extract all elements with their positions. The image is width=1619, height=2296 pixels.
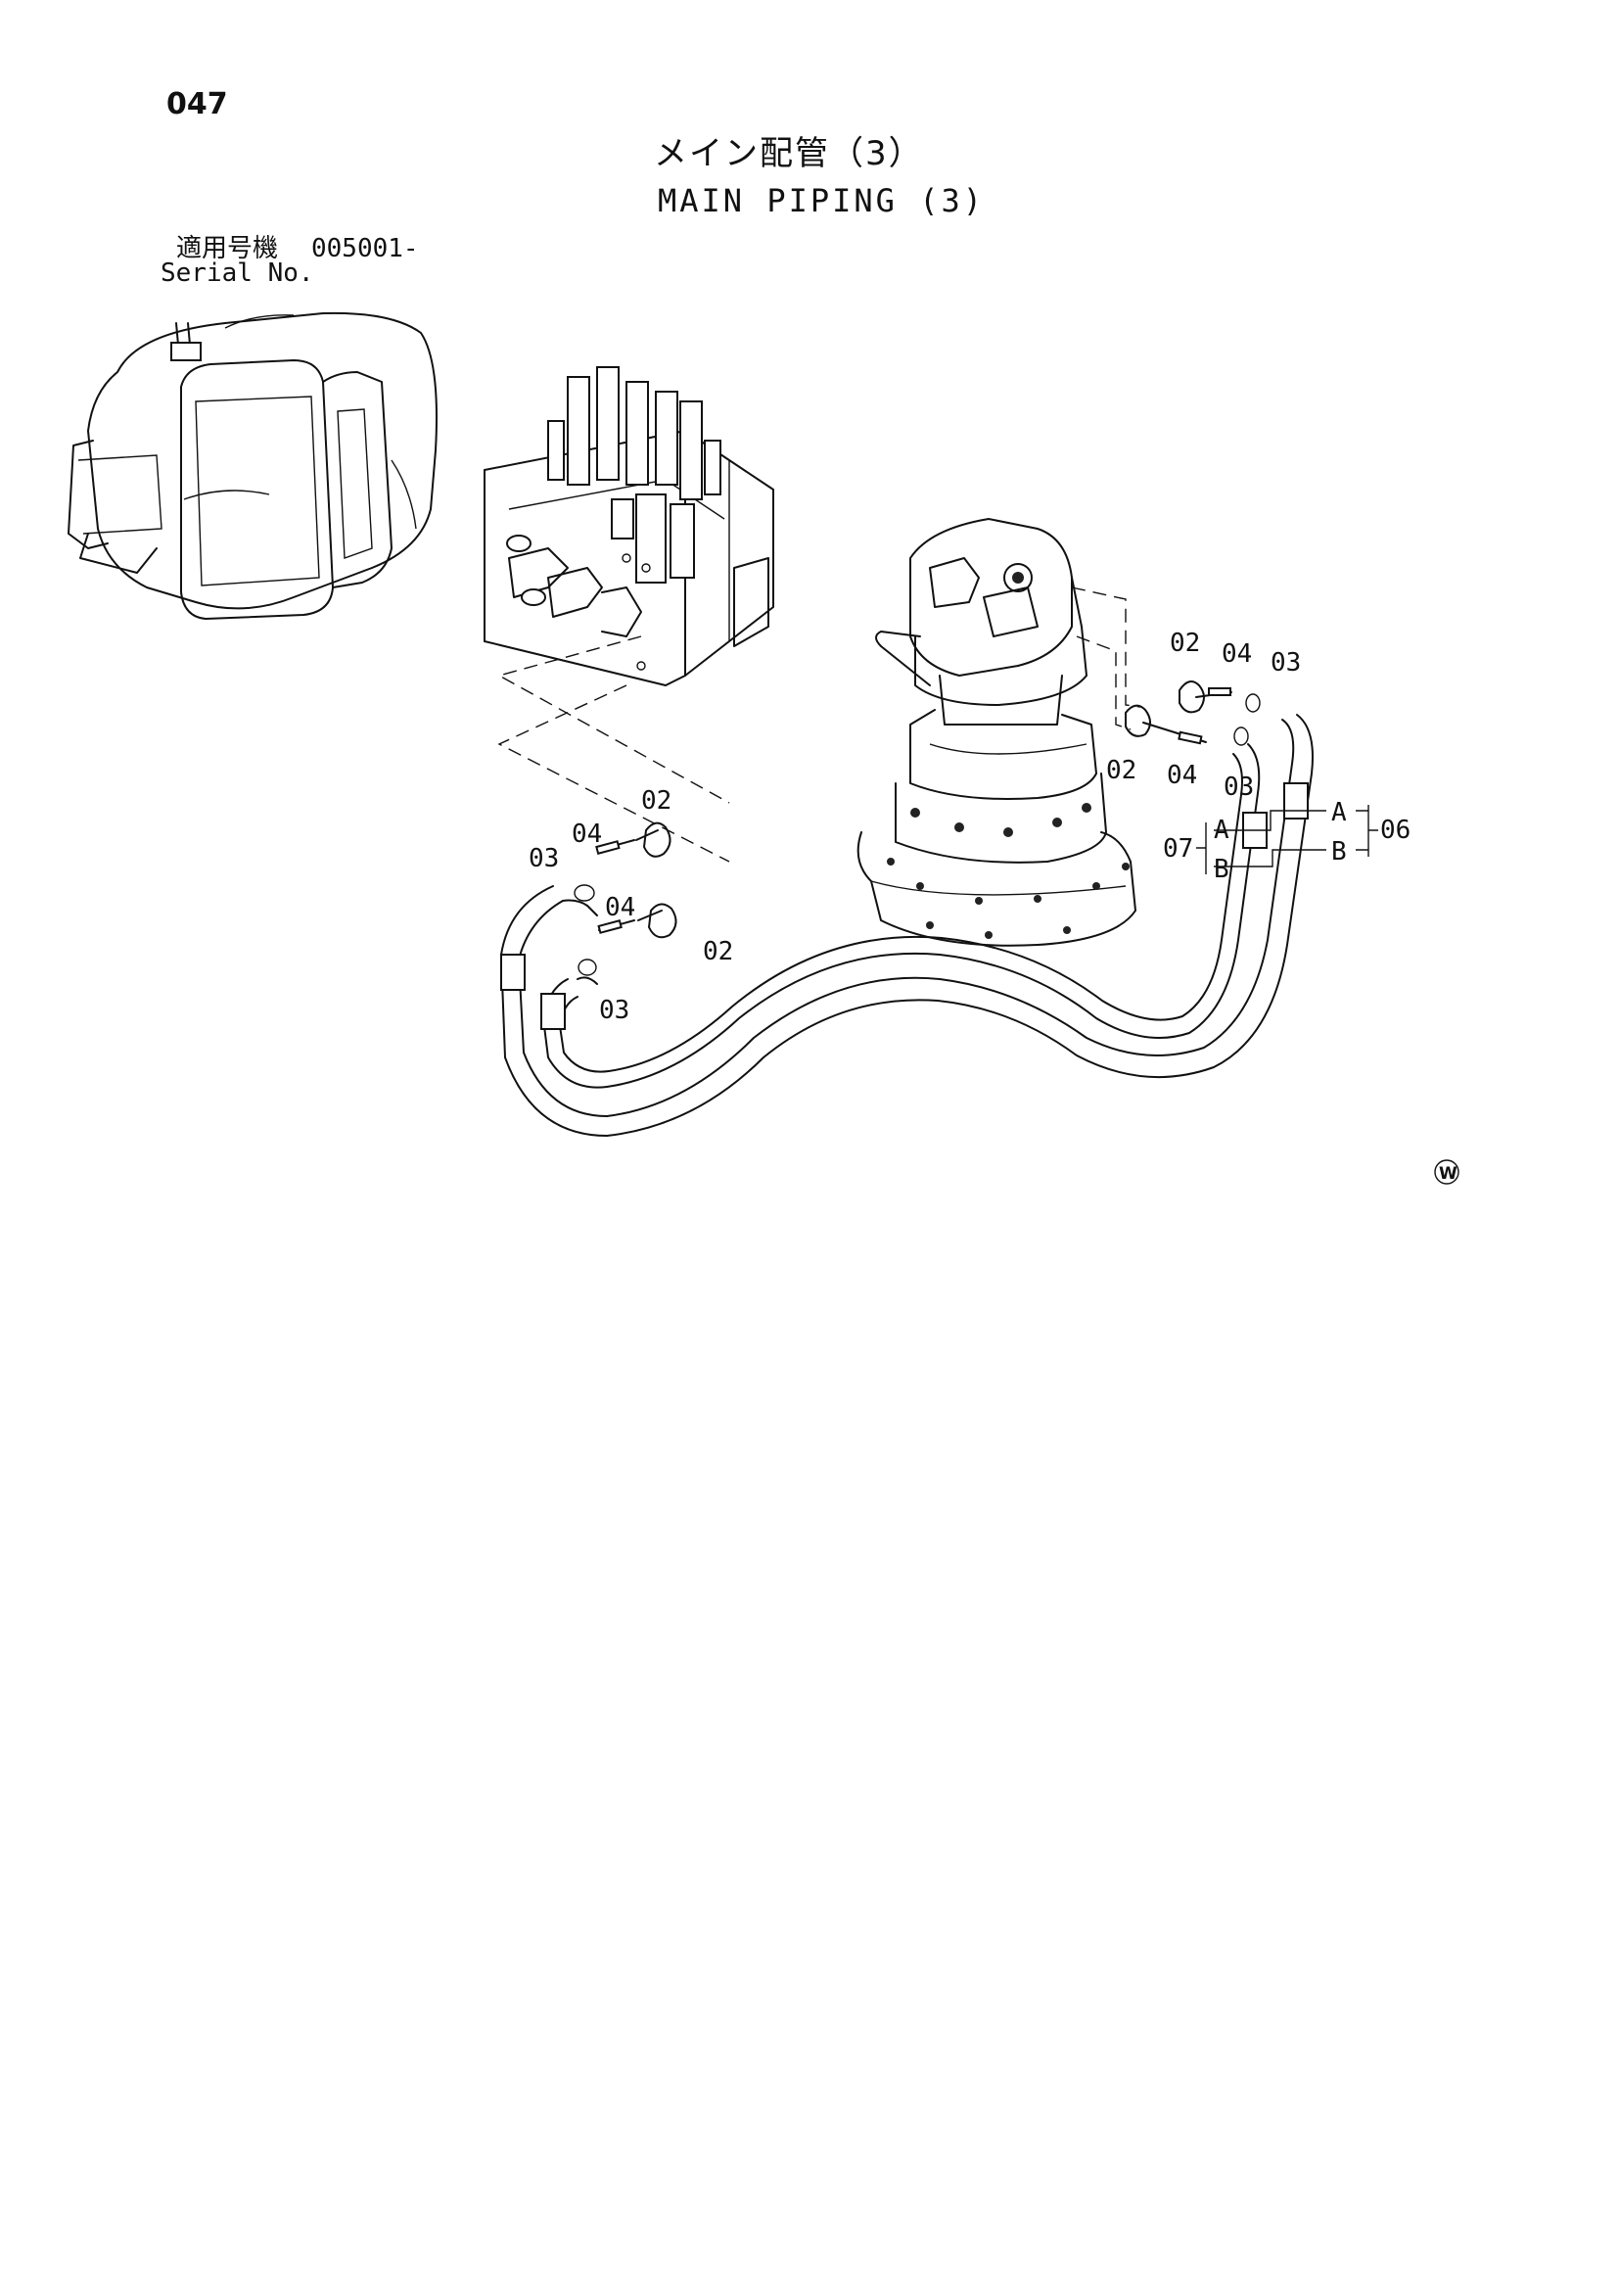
label-hose-a-right: A: [1331, 798, 1347, 827]
right-fittings: [1125, 680, 1261, 746]
title-english: MAIN PIPING (3): [658, 182, 985, 219]
label-03-left-lower: 03: [599, 996, 629, 1025]
part-labels: 02 04 03 04 02 03 02 04 03 02 04 03 A B …: [529, 629, 1411, 1025]
title-japanese: メイン配管（3）: [654, 134, 924, 173]
label-02-right-lower: 02: [1106, 756, 1136, 785]
label-group-07: 07: [1163, 834, 1193, 864]
label-04-right-upper: 04: [1222, 639, 1252, 669]
label-02-left-upper: 02: [641, 786, 671, 816]
hoses: [500, 714, 1314, 1137]
label-02-right-upper: 02: [1170, 629, 1200, 658]
label-04-left-upper: 04: [572, 820, 602, 849]
label-02-left-lower: 02: [703, 937, 733, 966]
label-hose-a-left: A: [1214, 816, 1229, 845]
label-hose-b-left: B: [1214, 855, 1229, 884]
serial-value: 005001-: [311, 234, 419, 263]
left-fittings: [574, 821, 677, 976]
serial-label-en: Serial No.: [161, 258, 314, 288]
label-03-left-upper: 03: [529, 844, 559, 873]
hose-brackets: [1196, 805, 1378, 874]
page-number: 047: [166, 87, 228, 121]
w-mark-letter: W: [1439, 1164, 1457, 1184]
label-hose-b-right: B: [1331, 837, 1347, 867]
label-04-right-lower: 04: [1167, 761, 1197, 790]
leader-lines: [497, 586, 1141, 863]
control-valve-illustration: [484, 366, 774, 686]
label-group-06: 06: [1380, 816, 1411, 845]
serial-label-jp: 適用号機: [176, 234, 278, 263]
label-03-right-upper: 03: [1271, 648, 1301, 678]
label-03-right-lower: 03: [1224, 773, 1254, 802]
w-mark: W: [1434, 1159, 1459, 1185]
swing-motor-illustration: [856, 518, 1136, 947]
machine-overview-illustration: [68, 311, 438, 620]
label-04-left-lower: 04: [605, 893, 635, 922]
